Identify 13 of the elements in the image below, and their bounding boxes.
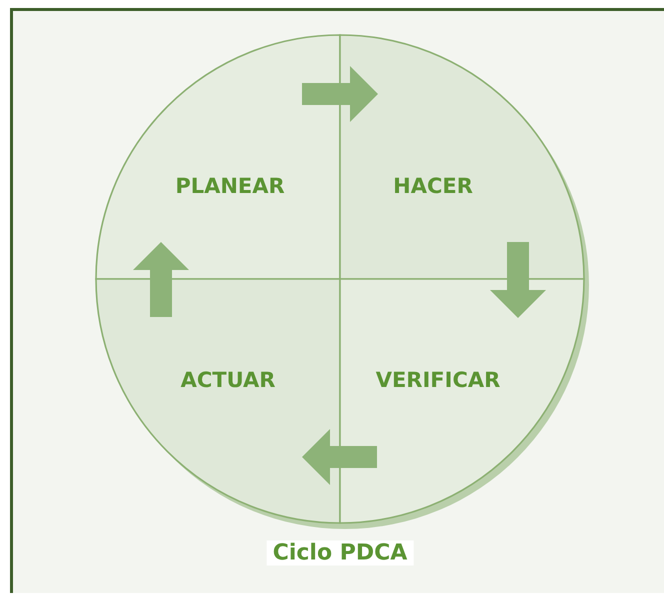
quadrant-segment <box>340 35 584 279</box>
stage-label: VERIFICAR <box>376 368 500 392</box>
quadrant-segment <box>96 279 340 523</box>
quadrant-segment <box>96 35 340 279</box>
quadrant-segment <box>340 279 584 523</box>
block-arrow <box>302 66 378 122</box>
stage-label: ACTUAR <box>180 368 276 392</box>
stage-label: PLANEAR <box>175 174 285 198</box>
caption: Ciclo PDCA <box>266 540 414 566</box>
stage-label: HACER <box>393 174 473 198</box>
block-arrow <box>133 242 189 317</box>
block-arrow <box>490 242 546 318</box>
block-arrow <box>302 429 377 485</box>
